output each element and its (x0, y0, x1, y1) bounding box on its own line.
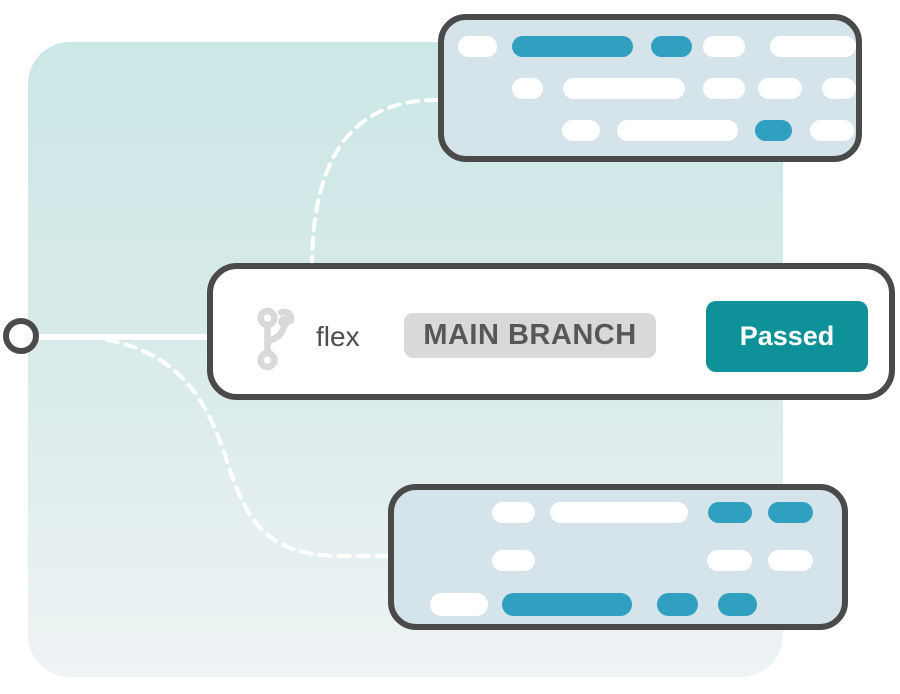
code-line-pill (617, 120, 738, 141)
code-line-pill (768, 550, 813, 571)
code-line-pill (708, 502, 752, 523)
code-line-pill (550, 502, 688, 523)
code-line-pill (563, 78, 685, 99)
code-line-pill (512, 36, 633, 57)
code-line-pill (502, 593, 632, 616)
status-passed-button[interactable]: Passed (706, 301, 868, 372)
code-line-pill (703, 78, 745, 99)
code-line-pill (430, 593, 488, 616)
code-line-pill (718, 593, 757, 616)
code-line-pill (755, 120, 792, 141)
main-branch-badge: MAIN BRANCH (404, 313, 656, 358)
feature-branch-card-bottom (388, 484, 848, 630)
code-line-pill (758, 78, 802, 99)
repo-name-label: flex (316, 321, 360, 352)
code-line-pill (492, 550, 535, 571)
code-line-pill (458, 36, 497, 57)
commit-node-circle (3, 318, 39, 354)
code-line-pill (770, 36, 856, 57)
main-branch-card: flex MAIN BRANCH Passed (207, 263, 895, 400)
feature-branch-card-top (438, 14, 862, 162)
code-line-pill (768, 502, 813, 523)
git-branch-icon (257, 307, 295, 371)
code-line-pill (492, 502, 535, 523)
code-line-pill (703, 36, 745, 57)
code-line-pill (822, 78, 856, 99)
code-line-pill (707, 550, 752, 571)
code-line-pill (651, 36, 692, 57)
code-line-pill (562, 120, 600, 141)
code-line-pill (512, 78, 543, 99)
code-line-pill (657, 593, 698, 616)
code-line-pill (810, 120, 854, 141)
main-branch-line (36, 334, 210, 340)
